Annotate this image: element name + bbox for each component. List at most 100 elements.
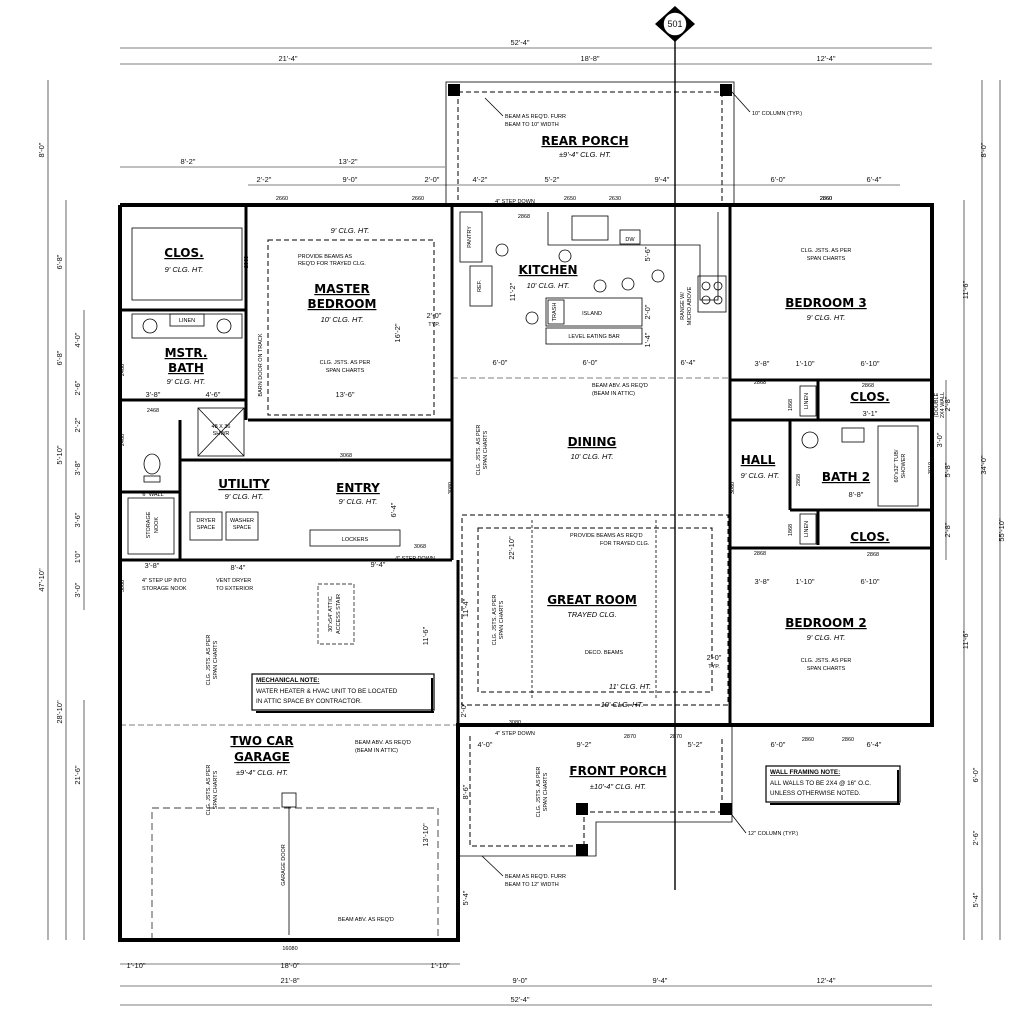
great-room-name: GREAT ROOM [547,593,637,607]
bedroom2-name: BEDROOM 2 [785,616,866,630]
note-beam-furr-10-a: BEAM AS REQ'D. FURR [505,114,566,120]
door-bath2: 2868 [796,474,802,486]
great-clg-11: 11' CLG. HT. [609,682,651,691]
dim-left2-6: 3'-8" [73,460,82,475]
dim-right-5: 6'-0" [971,767,980,782]
garage-name-2: GARAGE [234,750,290,764]
step-up-a: 4" STEP UP INTO [142,578,187,584]
dim-top2-1: 13'-2" [338,157,357,166]
trash-label: TRASH [552,303,558,322]
step-down-entry: 4" STEP DOWN [395,556,435,562]
ref-label: REF. [477,280,483,292]
dim-left2-1: 6'-8" [55,350,64,365]
garage-span-c: CLG. JSTS. AS PER [206,765,212,816]
dim-right2-3: 5'-8" [943,462,952,477]
washer-a: WASHER [230,518,254,524]
tub-b: SHOWER [901,454,907,479]
step-down-rear: 4" STEP DOWN [495,199,535,205]
exterior-walls [118,203,934,942]
shwr-b: SHWR [213,431,230,437]
closet-height: 9' CLG. HT. [165,265,204,274]
step-up-b: STORAGE NOOK [142,586,187,592]
wall-framing-line-1: ALL WALLS TO BE 2X4 @ 16" O.C. [770,780,871,787]
door-garage-side: 3068 [120,580,126,592]
room-entry: ENTRY 9' CLG. HT. LOCKERS 3068 6'-4" 306… [231,453,435,572]
master-span-a: CLG. JSTS. AS PER [320,360,371,366]
room-master-bedroom: MASTER BEDROOM 10' CLG. HT. 9' CLG. HT. … [258,226,442,416]
bath2-dim: 8'-8" [849,490,864,499]
dim-top-1: 18'-8" [580,54,599,63]
b3-dim-3: 6'-10" [860,359,879,368]
mbath-height: 9' CLG. HT. [167,377,206,386]
dim-bot2-0: 1'-10" [126,961,145,970]
dim-left-2: 28'-10" [55,700,64,724]
vent-dryer-a: VENT DRYER [216,578,251,584]
clos-b2-name: CLOS. [850,530,889,544]
section-label: 501 [667,19,682,29]
dim-left-1: 47'-10" [37,568,46,592]
bedroom3-span-a: CLG. JSTS. AS PER [801,248,852,254]
dim-bot2-2: 1'-10" [430,961,449,970]
dim-right-3: 55'-10" [997,518,1006,542]
room-closet-master: CLOS. 9' CLG. HT. [131,227,243,301]
rear-porch-name: REAR PORCH [541,134,628,148]
front-porch-name: FRONT PORCH [569,764,666,778]
barn-door-label: BARN DOOR ON TRACK [258,333,264,396]
dim-left2-3: 4'-0" [73,332,82,347]
b3-dim-1: 3'-8" [755,359,770,368]
great-dim-1: 22'-10" [507,536,516,560]
utility-name: UTILITY [218,477,270,491]
b2-dim-3: 6'-10" [860,577,879,586]
dim-top2-0: 8'-2" [181,157,196,166]
dim-left2-2: 5'-10" [55,445,64,464]
dining-name: DINING [568,435,617,449]
step-down-front: 4" STEP DOWN [495,731,535,737]
dim-left2-8: 1'0" [73,550,82,563]
room-bedroom-2: BEDROOM 2 9' CLG. HT. CLG. JSTS. AS PER … [755,577,882,749]
linen-b3: LINEN [804,393,810,409]
entry-name: ENTRY [336,481,380,495]
door-b3: 2868 [754,380,766,386]
room-utility: UTILITY 9' CLG. HT. DRYER SPACE WASHER S… [189,477,270,541]
kitchen-dim-2: 6'-0" [583,358,598,367]
dim-right2-4: 2'-8" [943,522,952,537]
dim-left2-9: 3'-0" [73,582,82,597]
fp-span-b: SPAN CHARTS [543,772,549,811]
island-label: ISLAND [582,311,602,317]
dim-top3-1: 9'-0" [343,175,358,184]
door-clos-b2: 2868 [867,552,879,558]
kitchen-dim-3: 6'-4" [681,358,696,367]
interior-walls [120,205,932,726]
bedroom3-name: BEDROOM 3 [785,296,866,310]
bedroom3-span-b: SPAN CHARTS [807,256,846,262]
door-dining: 3080 [448,482,454,494]
great-room-height: TRAYED CLG. [567,610,616,619]
door-front: 3080 [509,720,521,726]
top-dimensions: 52'-4" 21'-4" 18'-8" 12'-4" 8'-2" 13'-2"… [120,38,932,186]
door-entry: 3068 [340,453,352,459]
dim-right-6: 2'-6" [971,830,980,845]
dim-right-7: 5'-4" [971,892,980,907]
hall-name: HALL [741,453,776,467]
left-dimensions: 8'-0" 47'-10" 28'-10" 21'-6" 6'-8" 6'-8"… [37,80,85,940]
great-dim-4: 2'-0" [707,653,722,662]
great-dim-2: 11'-4" [461,598,470,617]
dim-top-0: 21'-4" [278,54,297,63]
mbath-dim-2: 4'-6" [206,390,221,399]
door-kitchen-3: 2868 [518,214,530,220]
b3-dim-2: 1'-10" [795,359,814,368]
mbath-name-1: MSTR. [165,346,208,360]
fp-span-a: CLG. JSTS. AS PER [536,767,542,818]
door-b3-window: 2860 [820,196,832,202]
entry-dim: 6'-4" [389,502,398,517]
door-closet: 2868 [244,256,250,268]
master-dim-h: 16'-2" [393,323,402,342]
bottom-dimensions: 1'-10" 18'-0" 1'-10" 21'-8" 9'-0" 9'-4" … [120,961,932,1006]
rear-porch-height: ±9'-4" CLG. HT. [559,150,611,159]
fp-dim-4: 8'-6" [461,784,470,799]
fp-dim-3: 5'-2" [688,740,703,749]
storage-b: NOOK [154,517,160,534]
garage-dim-2: 11'-6" [421,626,430,645]
door-clos-b3: 2868 [862,383,874,389]
dining-beam-a: BEAM ABV. AS REQ'D [592,383,648,389]
